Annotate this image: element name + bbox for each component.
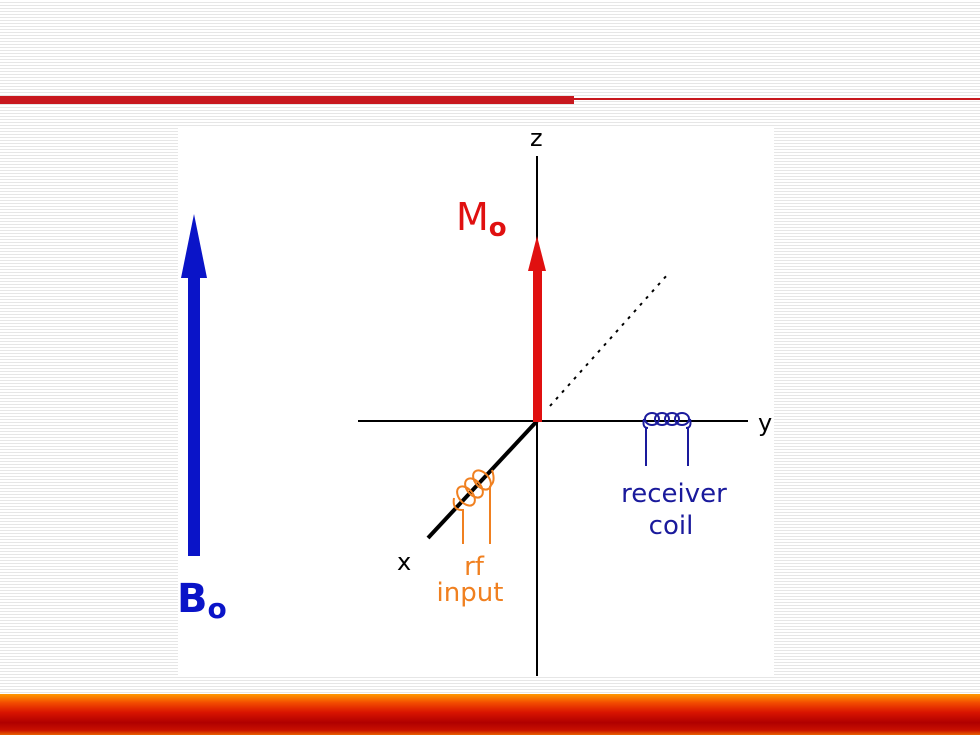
coordinate-axes xyxy=(358,156,748,676)
nmr-coordinate-diagram: Bo z y x Mo receiver coil xyxy=(178,126,774,676)
rf-coil-loop-1 xyxy=(456,485,476,507)
b0-label-main: B xyxy=(178,576,208,622)
y-axis-label: y xyxy=(758,409,772,437)
rf-input-label-line1: rf xyxy=(464,552,485,582)
receiver-coil-loop-1 xyxy=(644,412,660,426)
m0-label-main: M xyxy=(456,195,489,239)
receiver-coil-right-curl xyxy=(685,418,692,429)
b0-arrow-shaft xyxy=(188,276,200,556)
b0-label: Bo xyxy=(178,576,227,625)
receiver-coil-label-line2: coil xyxy=(649,511,694,541)
diagram-canvas: Bo z y x Mo receiver coil xyxy=(178,126,772,676)
header-rule-thin xyxy=(574,98,980,100)
m0-label-subscript: o xyxy=(489,213,507,243)
b0-arrow-head xyxy=(181,214,207,278)
m0-arrow-shaft xyxy=(533,268,542,422)
receiver-coil-loop-3 xyxy=(664,412,680,426)
x-axis-line xyxy=(426,419,539,540)
rf-coil-left-curl xyxy=(452,497,463,511)
m0-magnetization-arrow xyxy=(528,236,546,422)
rf-coil-loop-2 xyxy=(464,477,484,499)
rf-input-label-line2: input xyxy=(437,578,504,608)
receiver-coil xyxy=(642,412,692,466)
x-axis-label: x xyxy=(397,548,411,576)
receiver-coil-loop-2 xyxy=(654,412,670,426)
z-axis-label: z xyxy=(530,126,543,152)
receiver-coil-label-line1: receiver xyxy=(621,479,727,509)
footer-gradient-band xyxy=(0,694,980,735)
rf-input-coil xyxy=(452,469,495,544)
receiver-coil-left-curl xyxy=(642,418,649,429)
b0-label-subscript: o xyxy=(208,592,227,625)
header-rule-thick xyxy=(0,96,574,104)
rf-coil-right-curl xyxy=(489,469,495,487)
b0-field-arrow xyxy=(181,214,207,556)
m0-arrow-head xyxy=(528,236,546,271)
x-axis-negative-dashed xyxy=(549,273,669,407)
receiver-coil-loop-4 xyxy=(674,412,690,426)
m0-label: Mo xyxy=(456,195,507,243)
